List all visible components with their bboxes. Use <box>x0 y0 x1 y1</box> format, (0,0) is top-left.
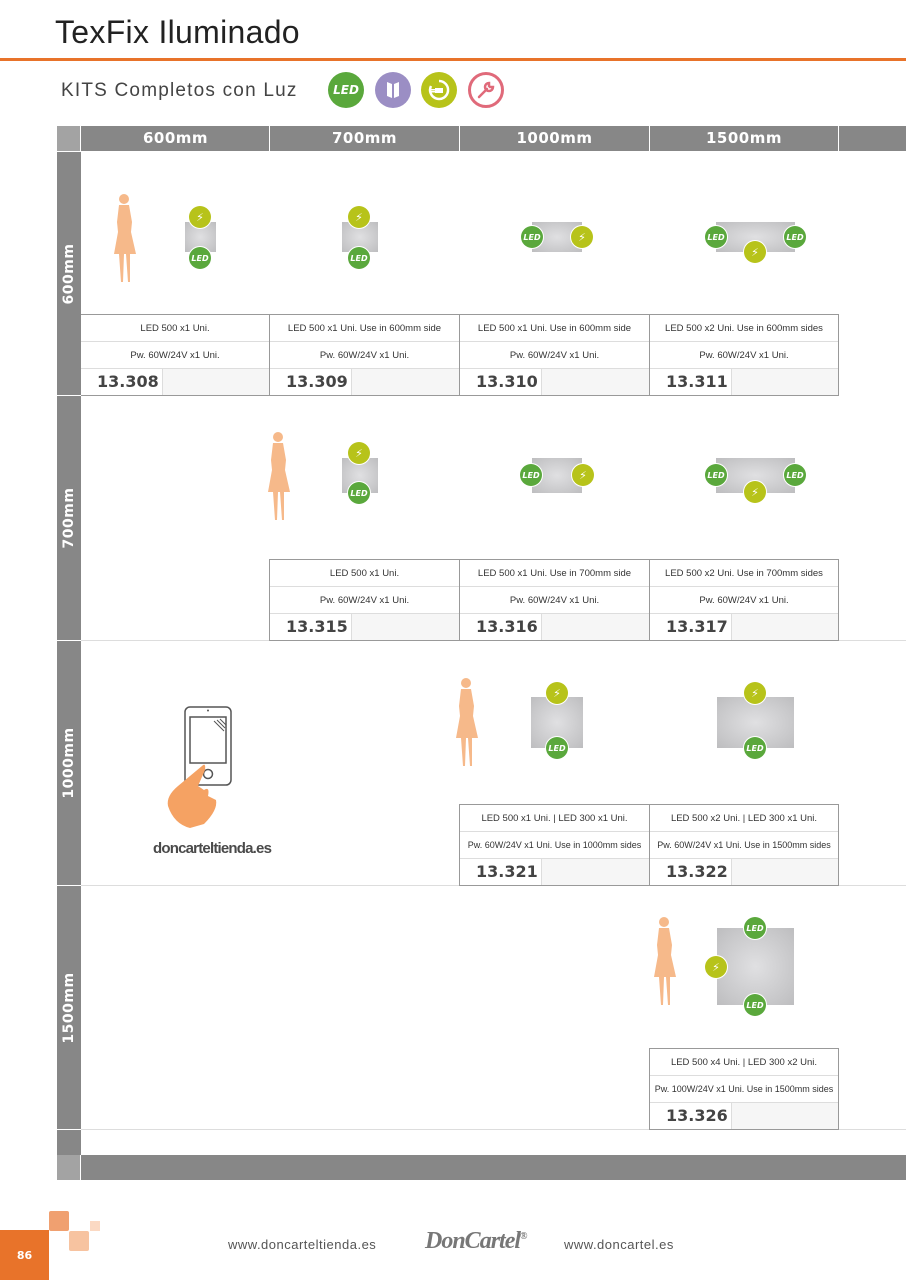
footer-link-main[interactable]: www.doncartel.es <box>564 1237 674 1252</box>
power-supply-icon: ⚡ <box>348 442 370 464</box>
led-icon: LED <box>705 464 727 486</box>
kit-spec-13317: LED 500 x2 Uni. Use in 700mm sides Pw. 6… <box>649 559 839 641</box>
kit-power-spec: Pw. 60W/24V x1 Uni. <box>270 587 459 614</box>
kit-code: 13.321 <box>460 859 542 885</box>
kit-led-spec: LED 500 x1 Uni. <box>81 315 269 342</box>
woman-scale-figure <box>268 432 290 520</box>
power-supply-icon: ⚡ <box>705 956 727 978</box>
kit-power-spec: Pw. 60W/24V x1 Uni. <box>650 587 838 614</box>
kit-code: 13.315 <box>270 614 352 640</box>
column-header-1000: 1000mm <box>460 126 650 151</box>
kit-code: 13.311 <box>650 369 732 395</box>
power-supply-icon: ⚡ <box>546 682 568 704</box>
kit-spec-13326: LED 500 x4 Uni. | LED 300 x2 Uni. Pw. 10… <box>649 1048 839 1130</box>
kit-code: 13.310 <box>460 369 542 395</box>
page-number: 86 <box>0 1230 49 1280</box>
kit-code: 13.322 <box>650 859 732 885</box>
row-divider <box>81 1129 906 1130</box>
led-icon: LED <box>189 247 211 269</box>
led-icon: LED <box>744 917 766 939</box>
kit-code: 13.316 <box>460 614 542 640</box>
power-supply-icon: ⚡ <box>348 206 370 228</box>
led-icon: LED <box>328 72 364 108</box>
kit-led-spec: LED 500 x2 Uni. Use in 600mm sides <box>650 315 838 342</box>
power-supply-icon: ⚡ <box>744 682 766 704</box>
column-header-1500: 1500mm <box>650 126 839 151</box>
power-supply-icon: ⚡ <box>571 226 593 248</box>
kit-power-spec: Pw. 60W/24V x1 Uni. Use in 1000mm sides <box>460 832 649 859</box>
led-icon: LED <box>521 226 543 248</box>
row-header-1000: 1000mm <box>57 641 81 886</box>
kit-led-spec: LED 500 x1 Uni. Use in 600mm side <box>270 315 459 342</box>
kit-power-spec: Pw. 100W/24V x1 Uni. Use in 1500mm sides <box>650 1076 838 1103</box>
power-supply-icon: ⚡ <box>572 464 594 486</box>
row-header-1500: 1500mm <box>57 886 81 1130</box>
title-divider <box>0 58 906 61</box>
led-icon: LED <box>705 226 727 248</box>
phone-tap-icon <box>167 706 232 828</box>
table-footer-bar <box>57 1155 906 1180</box>
wrench-icon <box>468 72 504 108</box>
led-icon: LED <box>546 737 568 759</box>
kit-power-spec: Pw. 60W/24V x1 Uni. <box>81 342 269 369</box>
kit-power-spec: Pw. 60W/24V x1 Uni. <box>650 342 838 369</box>
section-subtitle: KITS Completos con Luz <box>61 80 298 101</box>
row-header-700: 700mm <box>57 396 81 641</box>
led-icon: LED <box>520 464 542 486</box>
woman-scale-figure <box>456 678 478 766</box>
kit-led-spec: LED 500 x1 Uni. Use in 600mm side <box>460 315 649 342</box>
power-supply-icon: ⚡ <box>744 481 766 503</box>
led-icon: LED <box>784 226 806 248</box>
column-header-bar <box>57 126 906 151</box>
decor-square <box>69 1231 89 1251</box>
decor-square <box>90 1221 100 1231</box>
kit-led-spec: LED 500 x1 Uni. | LED 300 x1 Uni. <box>460 805 649 832</box>
kit-power-spec: Pw. 60W/24V x1 Uni. <box>460 342 649 369</box>
kit-code: 13.308 <box>81 369 163 395</box>
led-icon: LED <box>348 247 370 269</box>
kit-led-spec: LED 500 x2 Uni. | LED 300 x1 Uni. <box>650 805 838 832</box>
led-icon: LED <box>744 994 766 1016</box>
kit-power-spec: Pw. 60W/24V x1 Uni. Use in 1500mm sides <box>650 832 838 859</box>
column-header-700: 700mm <box>270 126 460 151</box>
led-icon: LED <box>744 737 766 759</box>
kit-spec-13311: LED 500 x2 Uni. Use in 600mm sides Pw. 6… <box>649 314 839 396</box>
footer-link-shop[interactable]: www.doncarteltienda.es <box>228 1237 377 1252</box>
woman-scale-figure <box>654 917 676 1005</box>
kit-spec-13322: LED 500 x2 Uni. | LED 300 x1 Uni. Pw. 60… <box>649 804 839 886</box>
brand-logo: DonCartel® <box>425 1228 528 1254</box>
kit-led-spec: LED 500 x1 Uni. Use in 700mm side <box>460 560 649 587</box>
column-header-600: 600mm <box>82 126 270 151</box>
power-supply-icon: ⚡ <box>189 206 211 228</box>
footer-corner-block <box>57 1130 81 1155</box>
kit-spec-13316: LED 500 x1 Uni. Use in 700mm side Pw. 60… <box>459 559 650 641</box>
panel-1500x1500 <box>717 928 794 1005</box>
kit-led-spec: LED 500 x2 Uni. Use in 700mm sides <box>650 560 838 587</box>
kit-power-spec: Pw. 60W/24V x1 Uni. <box>460 587 649 614</box>
profile-icon <box>375 72 411 108</box>
row-header-600: 600mm <box>57 152 81 396</box>
page-title: TexFix Iluminado <box>55 14 300 50</box>
kit-code: 13.317 <box>650 614 732 640</box>
kit-led-spec: LED 500 x4 Uni. | LED 300 x2 Uni. <box>650 1049 838 1076</box>
shop-promo-illustration[interactable] <box>164 706 274 831</box>
kit-led-spec: LED 500 x1 Uni. <box>270 560 459 587</box>
led-icon: LED <box>784 464 806 486</box>
header-corner <box>57 126 81 151</box>
kit-code: 13.309 <box>270 369 352 395</box>
led-icon: LED <box>348 482 370 504</box>
kit-spec-13309: LED 500 x1 Uni. Use in 600mm side Pw. 60… <box>269 314 460 396</box>
kit-spec-13310: LED 500 x1 Uni. Use in 600mm side Pw. 60… <box>459 314 650 396</box>
plug-icon <box>421 72 457 108</box>
kit-spec-13308: LED 500 x1 Uni. Pw. 60W/24V x1 Uni. 13.3… <box>81 314 270 396</box>
kit-spec-13315: LED 500 x1 Uni. Pw. 60W/24V x1 Uni. 13.3… <box>269 559 460 641</box>
kit-spec-13321: LED 500 x1 Uni. | LED 300 x1 Uni. Pw. 60… <box>459 804 650 886</box>
kit-power-spec: Pw. 60W/24V x1 Uni. <box>270 342 459 369</box>
shop-link[interactable]: doncarteltienda.es <box>153 840 272 857</box>
power-supply-icon: ⚡ <box>744 241 766 263</box>
woman-scale-figure <box>114 194 136 282</box>
decor-square <box>49 1211 69 1231</box>
table-footer-corner <box>57 1155 81 1180</box>
kit-code: 13.326 <box>650 1103 732 1129</box>
